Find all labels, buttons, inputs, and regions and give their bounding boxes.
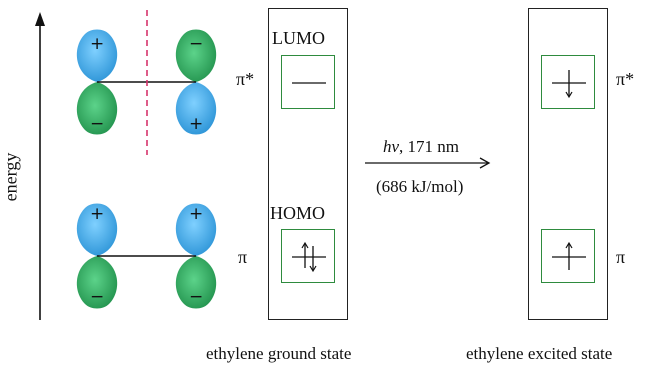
excited-state-caption: ethylene excited state xyxy=(466,344,613,363)
sign-lower-right-top: + xyxy=(189,204,204,224)
sign-lower-right-bottom: − xyxy=(189,287,204,307)
sign-lower-left-top: + xyxy=(90,204,105,224)
ground-homo-electron-pair xyxy=(292,241,326,273)
excited-pi-star-label: π* xyxy=(616,69,635,89)
ground-state-caption: ethylene ground state xyxy=(206,344,352,363)
sign-upper-right-bottom: + xyxy=(189,114,204,134)
excited-lumo-electron xyxy=(552,70,586,99)
excited-state-panel xyxy=(528,8,608,320)
ground-lumo-level-box xyxy=(281,55,335,109)
sign-upper-left-top: + xyxy=(90,34,105,54)
transition-arrow xyxy=(365,157,491,169)
wavelength-text: , 171 nm xyxy=(399,137,460,156)
ground-pi-label: π xyxy=(238,247,248,267)
sign-upper-right-top: − xyxy=(189,34,204,54)
lumo-label: LUMO xyxy=(272,28,325,48)
excited-homo-electron xyxy=(552,241,586,270)
excited-lumo-level-box xyxy=(541,55,595,109)
energy-axis-label: energy xyxy=(0,152,21,202)
ground-state-panel: LUMO HOMO xyxy=(268,8,348,320)
sign-lower-left-bottom: − xyxy=(90,287,105,307)
ground-homo-level-box xyxy=(281,229,335,283)
transition-energy-line1: hv, 171 nm xyxy=(383,138,459,155)
ground-lumo-level-line xyxy=(292,82,326,84)
energy-axis xyxy=(35,12,45,320)
excited-homo-level-box xyxy=(541,229,595,283)
excited-pi-label: π xyxy=(616,247,626,267)
ground-pi-star-label: π* xyxy=(236,69,255,89)
homo-label: HOMO xyxy=(270,203,326,223)
transition-energy-line2: (686 kJ/mol) xyxy=(376,177,464,196)
hv-symbol: hv xyxy=(383,137,400,156)
sign-upper-left-bottom: − xyxy=(90,114,105,134)
